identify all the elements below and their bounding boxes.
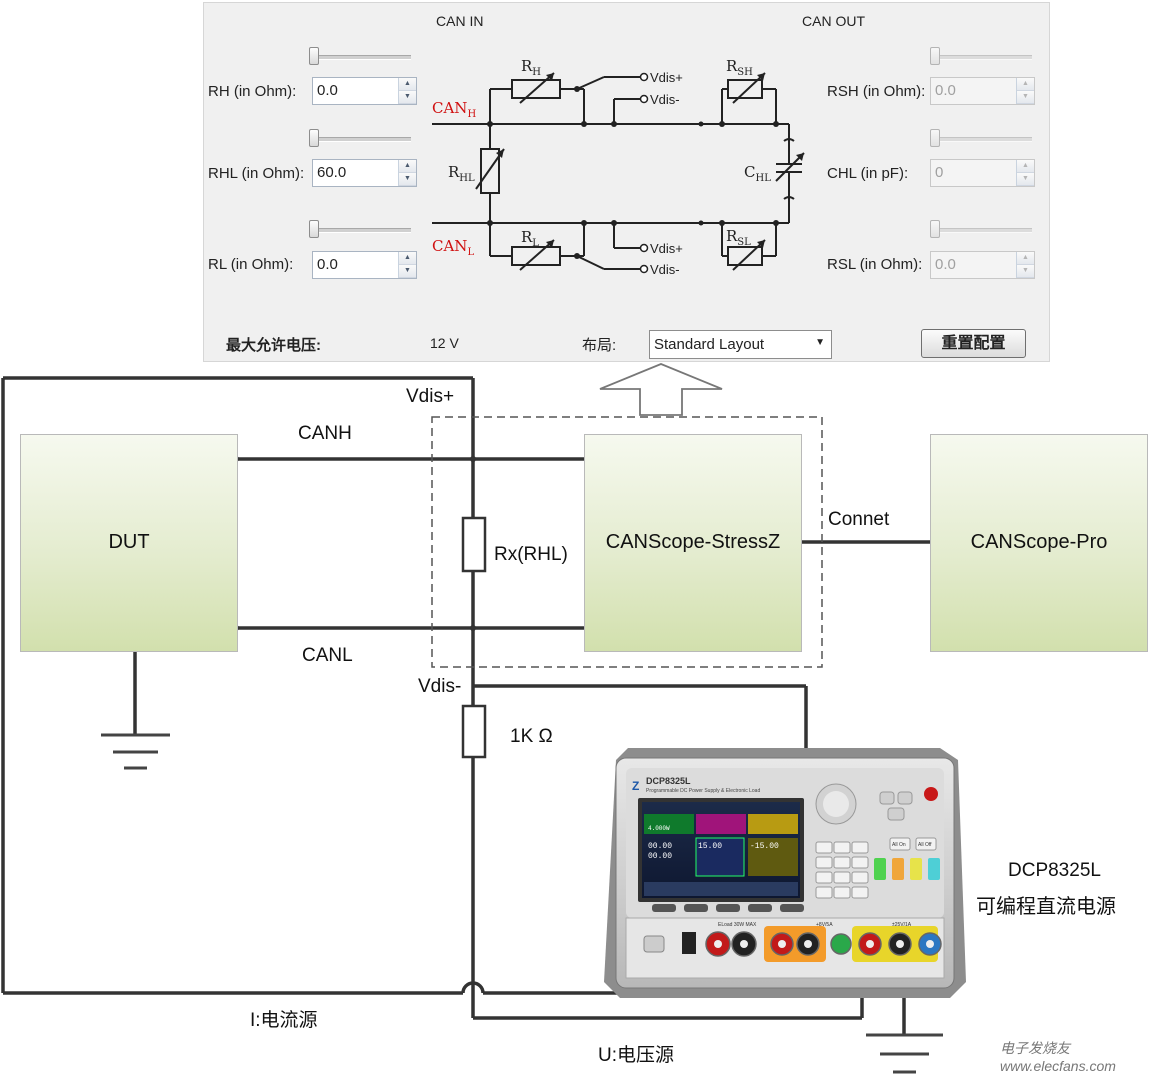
device-desc-label: 可编程直流电源 — [976, 896, 1116, 918]
rhl-down-arrow-icon[interactable]: ▼ — [399, 173, 416, 186]
layout-select-value: Standard Layout — [654, 336, 765, 353]
watermark: 电子发烧友 www.elecfans.com — [1000, 1040, 1116, 1074]
vdis-plus-bottom: Vdis+ — [650, 241, 683, 256]
rsl-schematic-label: RSL — [726, 227, 751, 248]
rhl-value: 60.0 — [317, 164, 347, 181]
rl-down-arrow-icon[interactable]: ▼ — [399, 265, 416, 278]
rx-resistor — [461, 516, 487, 573]
rh-slider[interactable] — [309, 47, 411, 65]
rhl-slider[interactable] — [309, 129, 411, 147]
rhl-label: RHL (in Ohm): — [208, 165, 305, 182]
all-off-key: All Off — [918, 842, 932, 848]
canh-label: CANH — [298, 423, 352, 444]
can-schematic: CANH CANL RH RHL RL RSH RSL CHL Vdis+ Vd… — [432, 57, 805, 277]
rsh-up-arrow-icon[interactable]: ▲ — [1017, 78, 1034, 91]
rh-schematic-label: RH — [521, 57, 541, 78]
chl-up-arrow-icon[interactable]: ▲ — [1017, 160, 1034, 173]
device-subtitle: Programmable DC Power Supply & Electroni… — [646, 788, 760, 794]
device-model-label: DCP8325L — [1008, 860, 1101, 881]
rsh-down-arrow-icon[interactable]: ▼ — [1017, 91, 1034, 104]
rhl-up-arrow-icon[interactable]: ▲ — [399, 160, 416, 173]
1k-resistor — [461, 704, 487, 759]
rl-schematic-label: RL — [521, 228, 539, 249]
rl-label: RL (in Ohm): — [208, 256, 294, 273]
vdis-minus-top: Vdis- — [650, 92, 680, 107]
rx-label: Rx(RHL) — [494, 544, 568, 565]
stressz-label: CANScope-StressZ — [605, 531, 781, 553]
rh-up-arrow-icon[interactable]: ▲ — [399, 78, 416, 91]
chl-input[interactable]: 0 ▲▼ — [930, 159, 1035, 187]
max-voltage-value: 12 V — [430, 335, 459, 351]
1k-label: 1K Ω — [510, 726, 553, 747]
pro-box: CANScope-Pro — [930, 434, 1148, 652]
chl-slider[interactable] — [930, 129, 1032, 147]
vdis-minus-label: Vdis- — [418, 676, 462, 697]
stressz-config-panel: CAN IN CAN OUT RH (in Ohm): 0.0 ▲▼ RHL (… — [203, 2, 1050, 362]
rsh-label: RSH (in Ohm): — [827, 83, 926, 100]
layout-label: 布局: — [582, 337, 617, 354]
ground-icon — [101, 733, 943, 1074]
rsh-value: 0.0 — [935, 82, 956, 99]
ch1-label: +8V/5A — [816, 922, 833, 928]
eload-label: ELoad 30W MAX — [718, 922, 757, 928]
rhl-schematic-label: RHL — [448, 163, 475, 184]
vdis-plus-top: Vdis+ — [650, 70, 683, 85]
screen-ch1-value: 15.00 — [698, 842, 722, 851]
canh-schematic-label: CANH — [432, 99, 476, 120]
chl-value: 0 — [935, 164, 944, 181]
rl-slider[interactable] — [309, 220, 411, 238]
screen-eload-power: 4.000W — [648, 825, 670, 832]
screen-val-2: 00.00 — [648, 852, 672, 861]
rh-value: 0.0 — [317, 82, 338, 99]
reset-config-button[interactable]: 重置配置 — [921, 329, 1026, 358]
dcp8325l-device: DCP8325L Programmable DC Power Supply & … — [604, 748, 966, 998]
vdis-plus-label: Vdis+ — [406, 386, 455, 407]
rsh-input[interactable]: 0.0 ▲▼ — [930, 77, 1035, 105]
rsl-value: 0.0 — [935, 256, 956, 273]
layout-select[interactable]: Standard Layout ▼ — [649, 330, 832, 359]
brand-logo-icon: Z — [632, 779, 639, 793]
max-voltage-label: 最大允许电压: — [226, 337, 321, 354]
chevron-down-icon: ▼ — [815, 337, 825, 348]
rsl-down-arrow-icon[interactable]: ▼ — [1017, 265, 1034, 278]
chl-schematic-label: CHL — [744, 163, 771, 184]
voltage-source-label: U:电压源 — [598, 1045, 675, 1066]
rsl-slider[interactable] — [930, 220, 1032, 238]
device-brand: DCP8325L — [646, 776, 691, 786]
all-on-key: All On — [892, 842, 906, 848]
dut-box: DUT — [20, 434, 238, 652]
rh-label: RH (in Ohm): — [208, 83, 297, 100]
chl-label: CHL (in pF): — [827, 165, 909, 182]
ch2-label: ±25V/1A — [892, 922, 912, 928]
rl-up-arrow-icon[interactable]: ▲ — [399, 252, 416, 265]
rsl-up-arrow-icon[interactable]: ▲ — [1017, 252, 1034, 265]
can-out-title: CAN OUT — [802, 13, 865, 29]
chl-down-arrow-icon[interactable]: ▼ — [1017, 173, 1034, 186]
canl-schematic-label: CANL — [432, 237, 474, 258]
vdis-minus-bottom: Vdis- — [650, 262, 680, 277]
rl-value: 0.0 — [317, 256, 338, 273]
rh-input[interactable]: 0.0 ▲▼ — [312, 77, 417, 105]
current-source-label: I:电流源 — [250, 1010, 318, 1031]
connet-label: Connet — [828, 509, 890, 530]
can-in-title: CAN IN — [436, 13, 484, 29]
screen-ch2-value: -15.00 — [750, 842, 779, 851]
rh-down-arrow-icon[interactable]: ▼ — [399, 91, 416, 104]
rhl-input[interactable]: 60.0 ▲▼ — [312, 159, 417, 187]
screen-val-1: 00.00 — [648, 842, 672, 851]
stressz-box: CANScope-StressZ — [584, 434, 802, 652]
dut-label: DUT — [108, 531, 150, 553]
up-arrow-icon — [599, 363, 723, 416]
rsh-schematic-label: RSH — [726, 57, 753, 78]
pro-label: CANScope-Pro — [970, 531, 1108, 553]
canl-label: CANL — [302, 645, 353, 666]
rl-input[interactable]: 0.0 ▲▼ — [312, 251, 417, 279]
rsh-slider[interactable] — [930, 47, 1032, 65]
rsl-input[interactable]: 0.0 ▲▼ — [930, 251, 1035, 279]
rsl-label: RSL (in Ohm): — [827, 256, 923, 273]
